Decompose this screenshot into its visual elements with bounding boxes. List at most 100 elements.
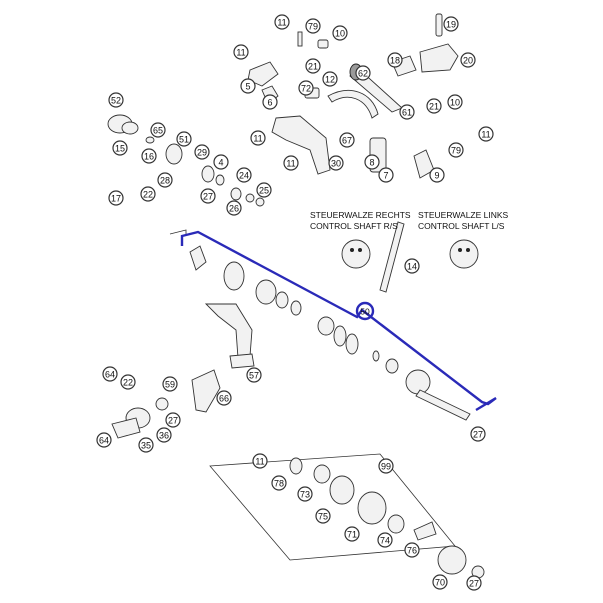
callout-26: 26 — [226, 200, 242, 216]
callout-51: 51 — [176, 131, 192, 147]
callout-label: 22 — [123, 378, 133, 388]
callout-18: 18 — [387, 52, 403, 68]
callout-label: 12 — [325, 75, 335, 85]
callout-label: 64 — [99, 436, 109, 446]
callout-label: 15 — [115, 144, 125, 154]
callout-label: 9 — [434, 171, 439, 181]
callout-11: 11 — [252, 453, 268, 469]
callout-label: 76 — [407, 546, 417, 556]
callout-29: 29 — [194, 144, 210, 160]
callout-6: 6 — [262, 94, 278, 110]
highlight-ring — [355, 301, 375, 321]
bottom-right-gear — [437, 545, 485, 579]
main-shaft-assembly — [169, 229, 471, 421]
callout-17: 17 — [108, 190, 124, 206]
callout-24: 24 — [236, 167, 252, 183]
callout-52: 52 — [108, 92, 124, 108]
callout-21: 21 — [305, 58, 321, 74]
callout-10: 10 — [447, 94, 463, 110]
callout-21: 21 — [426, 98, 442, 114]
callout-label: 70 — [435, 578, 445, 588]
callout-label: 11 — [277, 18, 286, 28]
callout-99: 99 — [378, 458, 394, 474]
callout-27: 27 — [470, 426, 486, 442]
callout-label: 8 — [369, 158, 374, 168]
callout-79: 79 — [305, 18, 321, 34]
callout-8: 8 — [364, 154, 380, 170]
callout-label: 25 — [259, 186, 269, 196]
callout-label: 36 — [159, 431, 169, 441]
callout-label: 27 — [203, 192, 213, 202]
callout-label: 4 — [218, 158, 223, 168]
callout-15: 15 — [112, 140, 128, 156]
callout-label: 35 — [141, 441, 151, 451]
callout-label: 73 — [300, 490, 310, 500]
callout-label: 57 — [249, 371, 259, 381]
callout-71: 71 — [344, 526, 360, 542]
callout-label: 20 — [463, 56, 473, 66]
callout-label: 11 — [253, 134, 262, 144]
callout-label: 65 — [153, 126, 163, 136]
callout-label: 11 — [286, 159, 295, 169]
callout-19: 19 — [443, 16, 459, 32]
callout-57: 57 — [246, 367, 262, 383]
callout-64: 64 — [96, 432, 112, 448]
callout-7: 7 — [378, 167, 394, 183]
callout-22: 22 — [140, 186, 156, 202]
callout-label: 16 — [144, 152, 154, 162]
callout-label: 51 — [179, 135, 189, 145]
callout-label: 10 — [450, 98, 460, 108]
callout-11: 11 — [233, 44, 249, 60]
caption-left-shaft-en: CONTROL SHAFT L/S — [418, 221, 505, 231]
callout-label: 24 — [239, 171, 249, 181]
callout-label: 28 — [160, 176, 170, 186]
callout-20: 20 — [460, 52, 476, 68]
callout-label: 7 — [383, 171, 388, 181]
callout-label: 30 — [331, 159, 341, 169]
callout-75: 75 — [315, 508, 331, 524]
callout-9: 9 — [429, 167, 445, 183]
callout-label: 6 — [267, 98, 272, 108]
callout-67: 67 — [339, 132, 355, 148]
callout-label: 79 — [451, 146, 461, 156]
callout-61: 61 — [399, 104, 415, 120]
callout-label: 79 — [308, 22, 318, 32]
callout-label: 72 — [301, 84, 311, 94]
callout-27: 27 — [165, 412, 181, 428]
upper-parts-cluster — [107, 13, 459, 293]
callout-72: 72 — [298, 80, 314, 96]
callout-label: 21 — [308, 62, 318, 72]
callout-4: 4 — [213, 154, 229, 170]
highlighted-shaft-line — [180, 230, 497, 412]
callout-25: 25 — [256, 182, 272, 198]
callout-62: 62 — [355, 65, 371, 81]
callout-22: 22 — [120, 374, 136, 390]
control-shaft-images: STEUERWALZE RECHTS CONTROL SHAFT R/S STE… — [310, 210, 509, 269]
callout-label: 10 — [335, 29, 345, 39]
callout-label: 19 — [446, 20, 456, 30]
kit-box-99 — [209, 453, 456, 561]
callout-label: 74 — [380, 536, 390, 546]
callout-label: 64 — [105, 370, 115, 380]
callout-label: 14 — [407, 262, 417, 272]
callout-label: 11 — [255, 457, 264, 467]
callout-16: 16 — [141, 148, 157, 164]
callout-10: 10 — [332, 25, 348, 41]
callout-label: 52 — [111, 96, 121, 106]
callout-label: 29 — [197, 148, 207, 158]
callout-11: 11 — [283, 155, 299, 171]
callout-76: 76 — [404, 542, 420, 558]
callout-label: 27 — [473, 430, 483, 440]
callout-79: 79 — [448, 142, 464, 158]
callout-label: 99 — [381, 462, 391, 472]
callout-28: 28 — [157, 172, 173, 188]
callout-label: 71 — [347, 530, 357, 540]
callout-label: 26 — [229, 204, 239, 214]
caption-left-shaft-de: STEUERWALZE LINKS — [418, 210, 509, 220]
callout-11: 11 — [274, 14, 290, 30]
callout-label: 66 — [219, 394, 229, 404]
left-lower-parts — [111, 397, 169, 439]
callout-label: 21 — [429, 102, 439, 112]
callout-11: 11 — [478, 126, 494, 142]
